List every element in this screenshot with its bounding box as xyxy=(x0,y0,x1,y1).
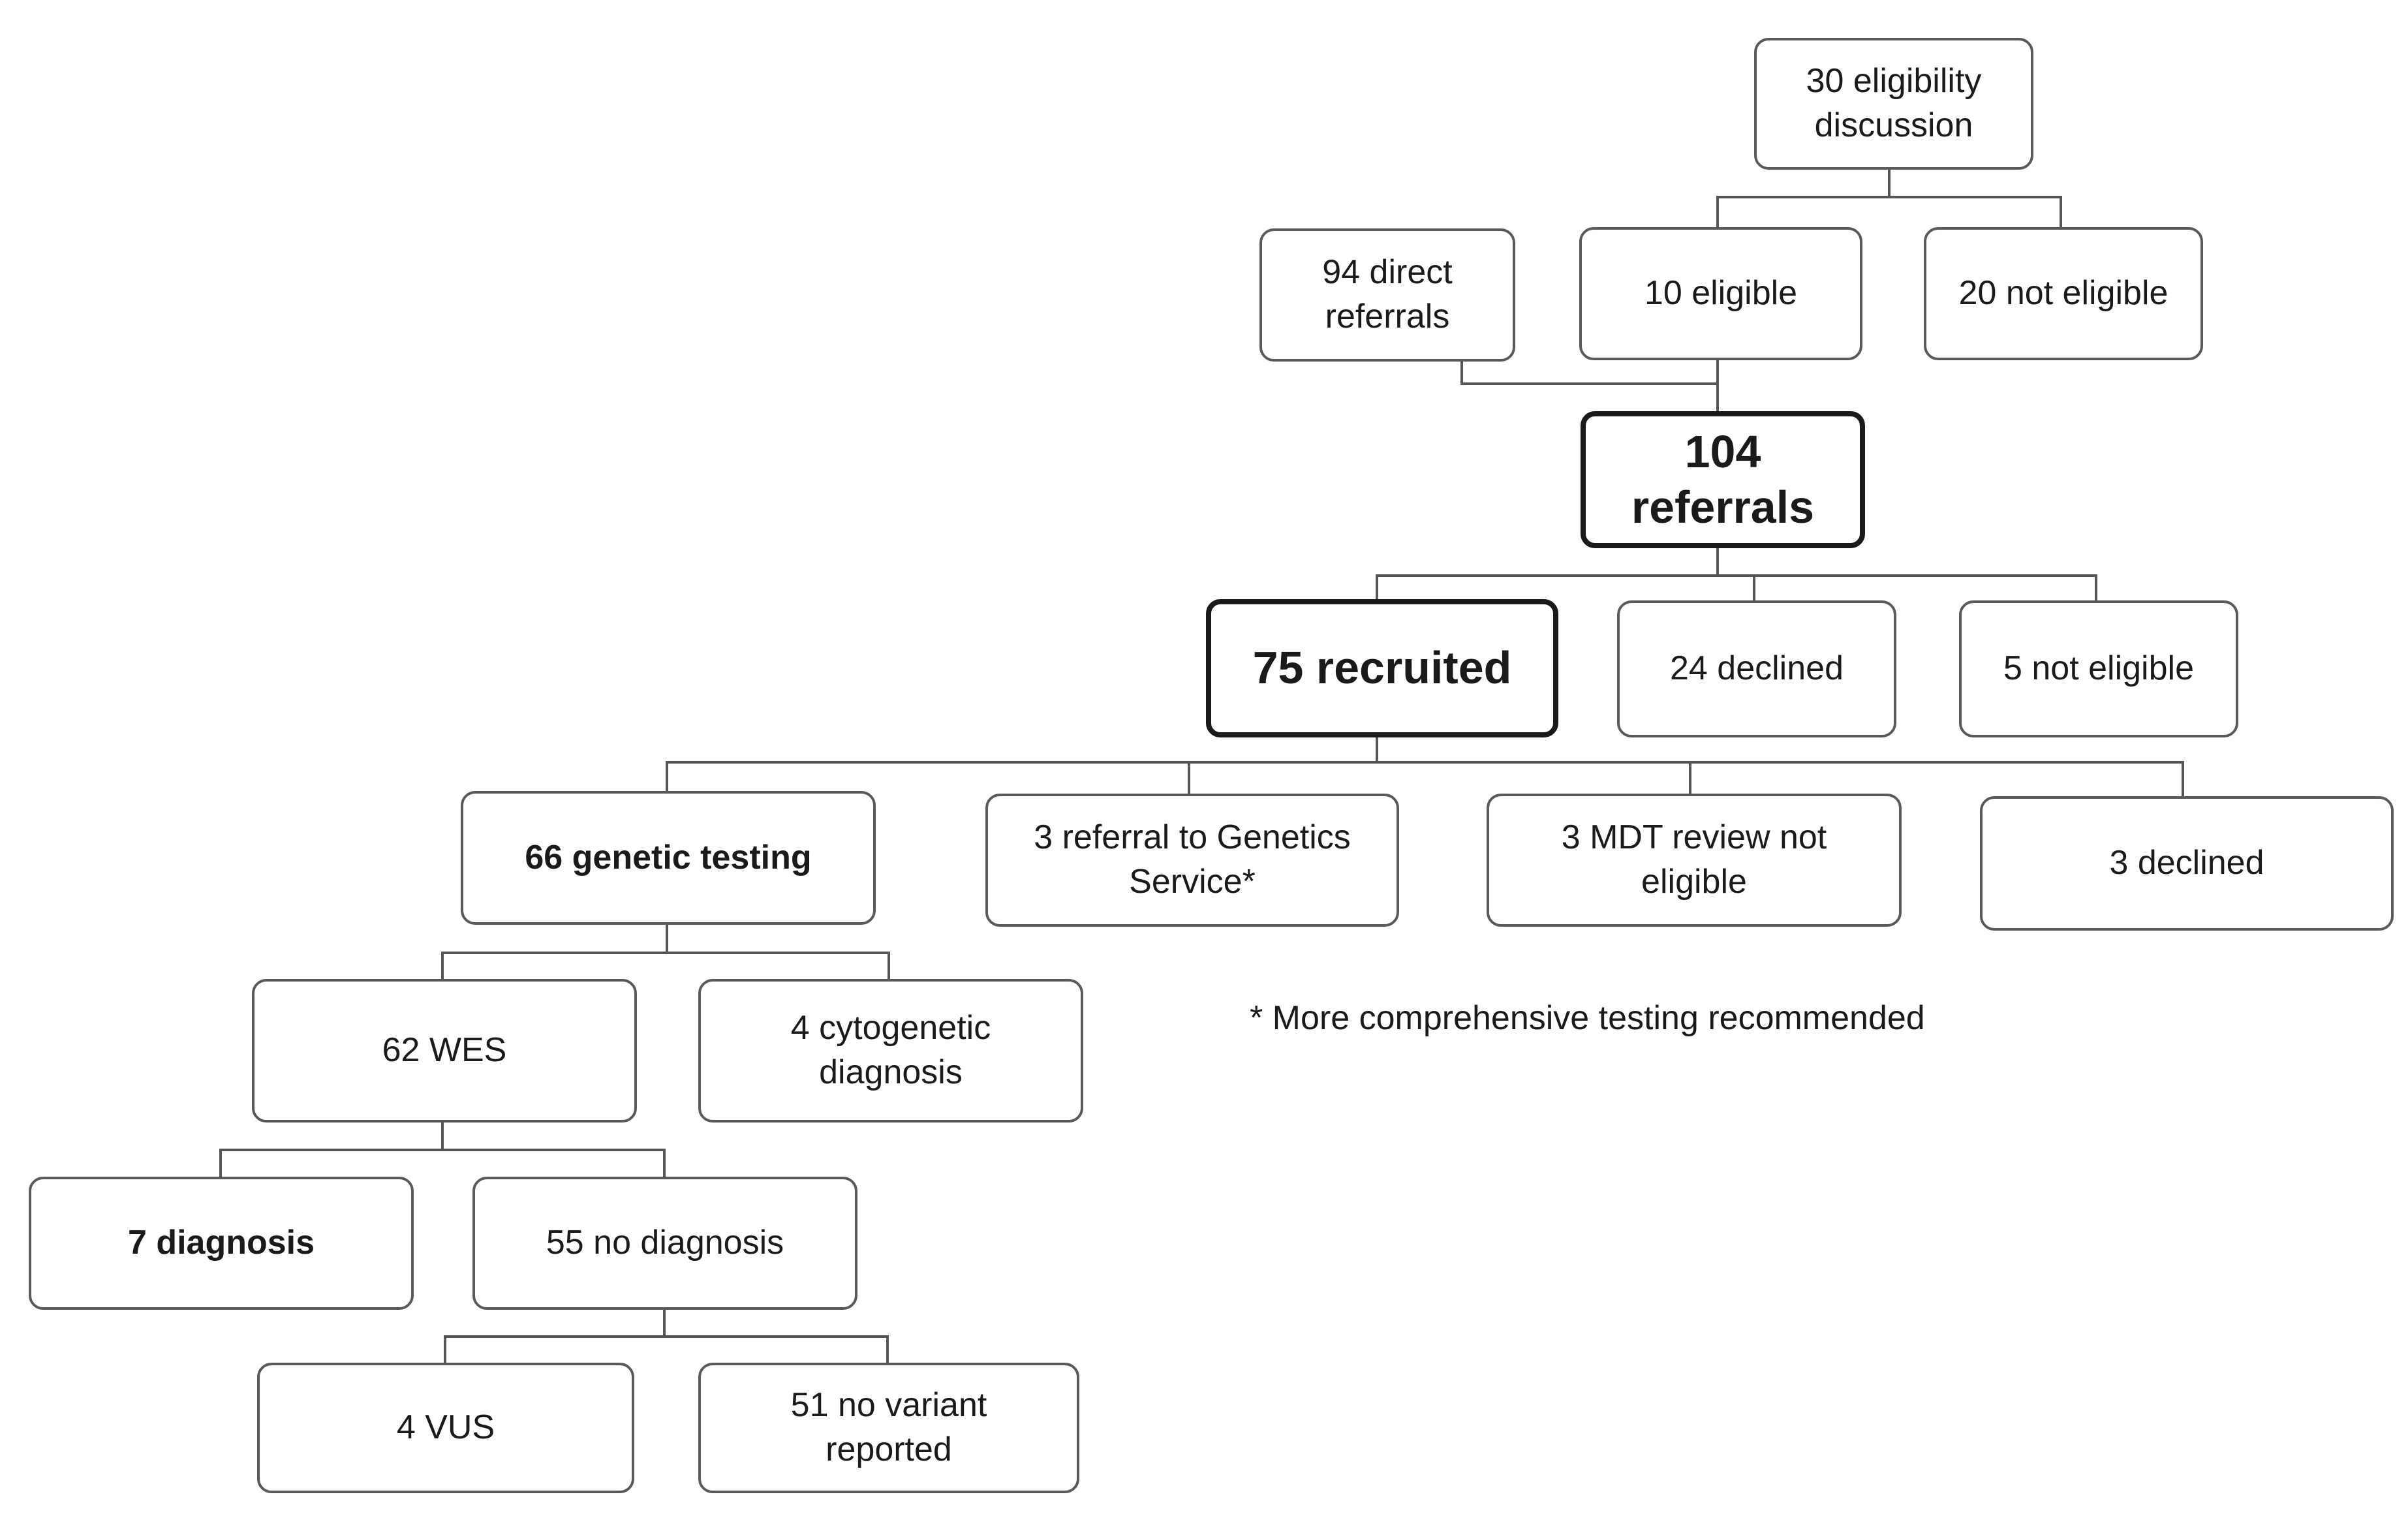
node-not-eligible-referral: 5 not eligible xyxy=(1959,600,2238,737)
node-vus: 4 VUS xyxy=(257,1363,634,1493)
node-not-eligible-initial: 20 not eligible xyxy=(1924,227,2203,360)
node-cytogenetic: 4 cytogenetic diagnosis xyxy=(698,979,1083,1123)
connector-wes-branches xyxy=(219,1149,666,1178)
connector-direct-referrals xyxy=(1460,360,1718,385)
node-direct-referrals: 94 direct referrals xyxy=(1259,228,1515,362)
node-recruited: 75 recruited xyxy=(1206,599,1558,737)
node-genetic-testing: 66 genetic testing xyxy=(461,791,876,925)
node-referral-genetics: 3 referral to Genetics Service* xyxy=(985,794,1399,927)
node-mdt-review: 3 MDT review not eligible xyxy=(1487,794,1902,927)
connector-testing-branches xyxy=(441,952,890,980)
node-referrals: 104 referrals xyxy=(1581,411,1865,548)
node-no-variant: 51 no variant reported xyxy=(698,1363,1079,1493)
node-no-diagnosis: 55 no diagnosis xyxy=(472,1177,857,1310)
footnote: * More comprehensive testing recommended xyxy=(1250,999,1925,1037)
node-wes: 62 WES xyxy=(252,979,637,1123)
node-declined-referral: 24 declined xyxy=(1617,600,1896,737)
node-declined-recruited: 3 declined xyxy=(1980,796,2394,931)
connector-nodiag-branches xyxy=(444,1335,889,1364)
node-eligibility-discussion: 30 eligibility discussion xyxy=(1754,38,2033,170)
connector-eligibility-branches xyxy=(1716,196,2062,228)
node-diagnosis: 7 diagnosis xyxy=(29,1177,414,1310)
connector-recruited-branches xyxy=(666,761,2184,798)
connector-referrals-branches xyxy=(1376,574,2097,602)
node-eligible: 10 eligible xyxy=(1579,227,1862,360)
